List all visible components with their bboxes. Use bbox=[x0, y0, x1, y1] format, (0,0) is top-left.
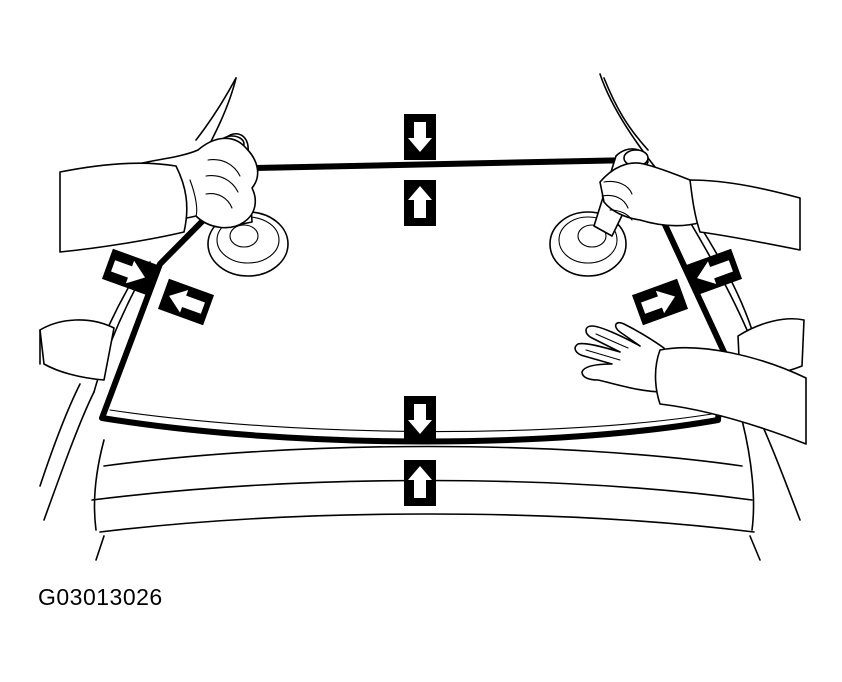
arrow-right-icon bbox=[631, 278, 689, 326]
arrow-right-icon bbox=[101, 248, 159, 296]
hand-icon bbox=[593, 148, 801, 251]
hand-icon bbox=[59, 133, 259, 253]
arrow-left-icon bbox=[157, 278, 215, 326]
arrow-up-icon bbox=[404, 180, 436, 226]
arrow-up-icon bbox=[404, 460, 436, 506]
arrow-left-icon bbox=[685, 248, 743, 296]
arrow-down-icon bbox=[404, 114, 436, 160]
windshield-seal bbox=[99, 157, 727, 445]
arrow-down-icon bbox=[404, 396, 436, 442]
figure-code: G03013026 bbox=[38, 584, 163, 610]
hand-icon bbox=[574, 321, 807, 445]
